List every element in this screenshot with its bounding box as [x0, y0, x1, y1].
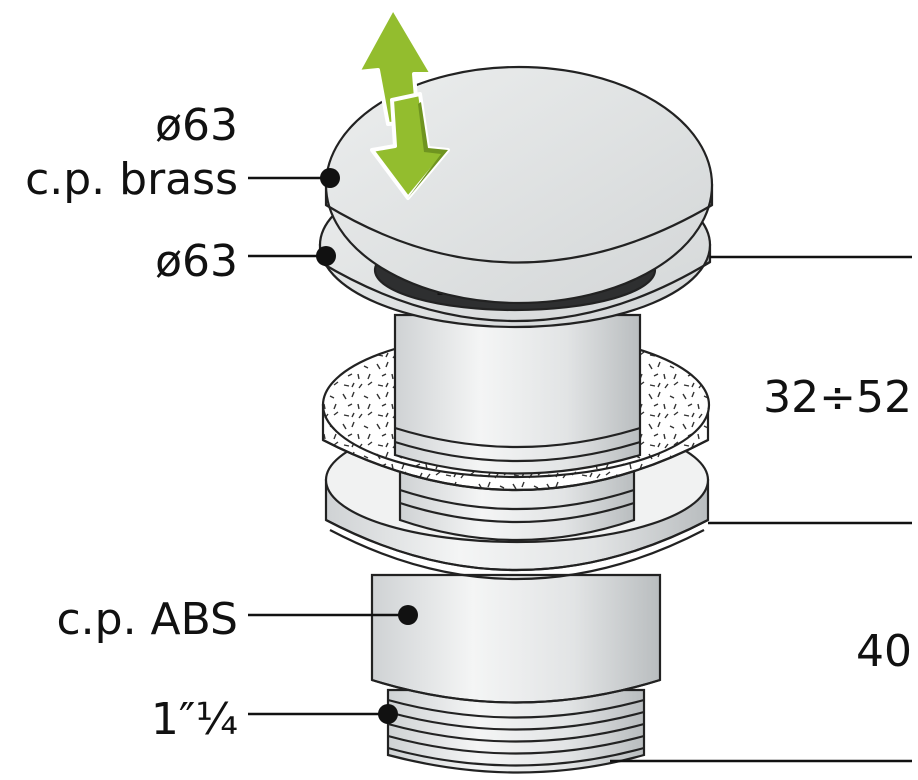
flange-diameter-label: ø63	[155, 236, 238, 287]
cap-diameter-label: ø63	[155, 100, 238, 151]
lower-body	[370, 573, 662, 704]
dimension-lines	[610, 255, 912, 763]
thread-size-label: 1″¼	[151, 694, 238, 745]
lower-height-dimension: 40	[856, 626, 912, 677]
leader-lines	[248, 168, 418, 724]
thread-section	[386, 688, 646, 774]
up-down-arrow-icon	[356, 6, 450, 200]
upper-body	[393, 313, 642, 475]
cap-material-label: c.p. brass	[25, 154, 238, 205]
adjust-range-dimension: 32÷52	[763, 372, 912, 423]
body-material-label: c.p. ABS	[56, 594, 238, 645]
